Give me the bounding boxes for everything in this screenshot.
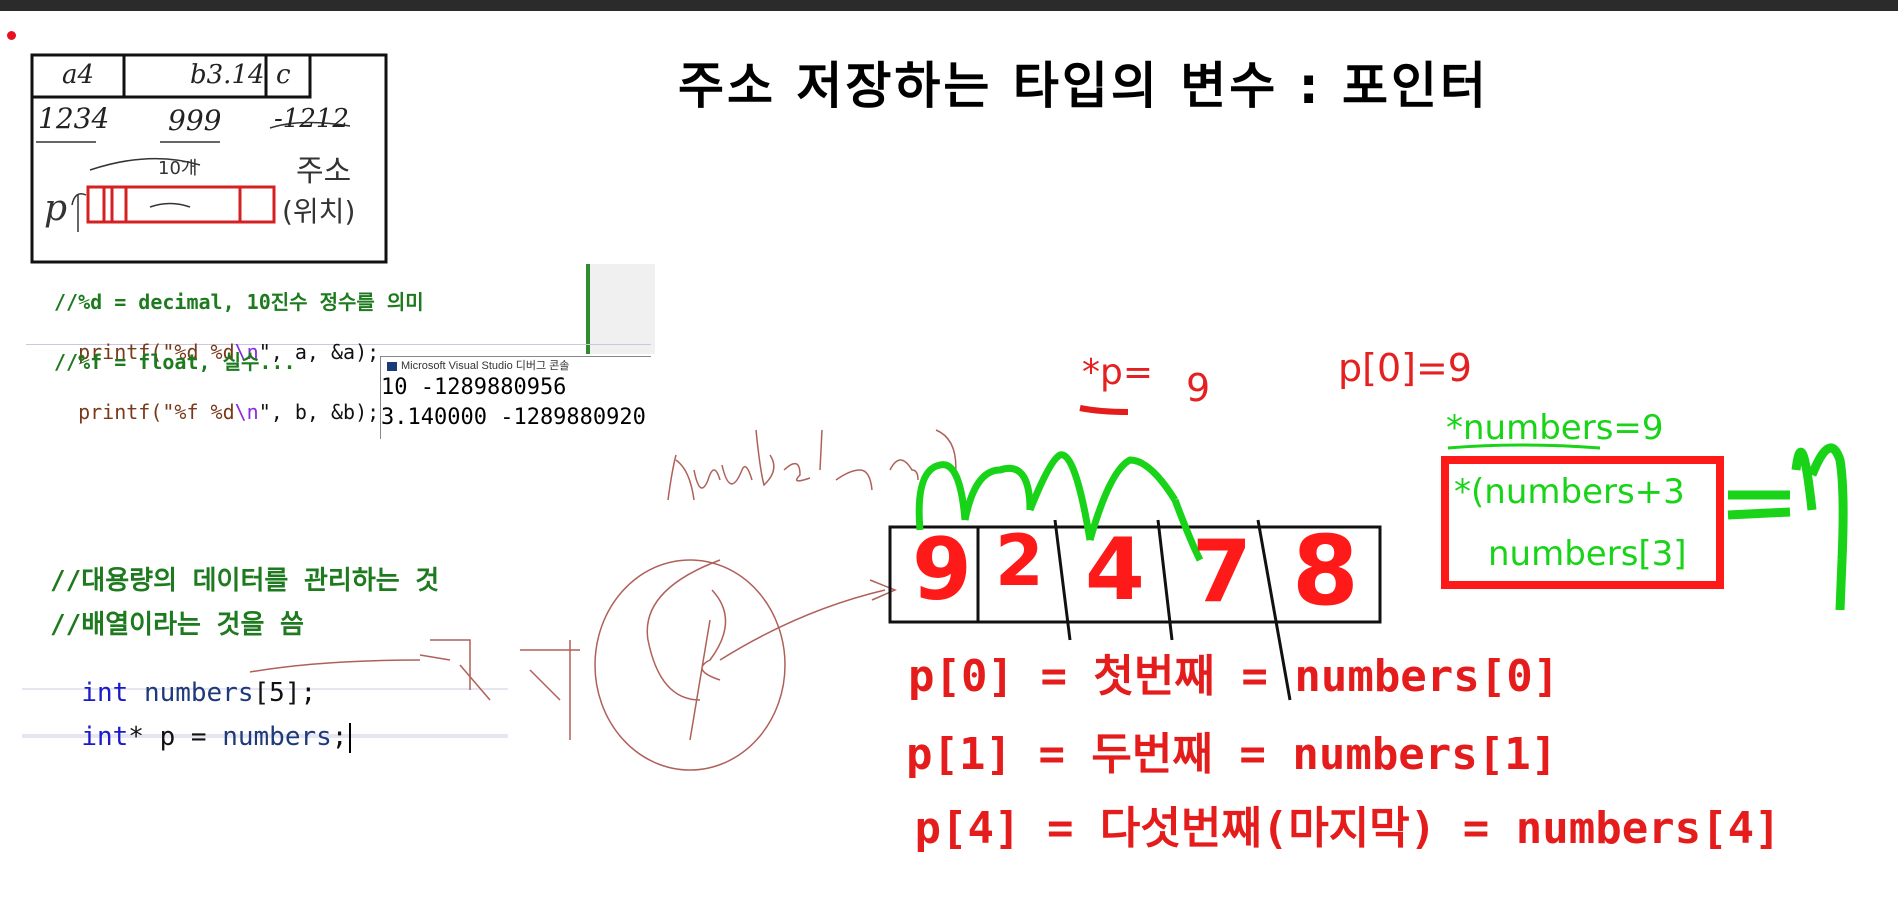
explanation-line-p4: p[4] = 다섯번째(마지막) = numbers[4] bbox=[888, 803, 1781, 854]
debug-console-window: Microsoft Visual Studio 디버그 콘솔 10 -12898… bbox=[380, 356, 651, 439]
array-value-4: 8 bbox=[1292, 515, 1359, 627]
code-printf-2-escape: \n bbox=[234, 400, 259, 424]
annotation-numbers-plus-3: *(numbers+3 bbox=[1454, 472, 1685, 512]
code-comment-decimal: //%d = decimal, 10진수 정수를 의미 bbox=[54, 290, 424, 314]
sketch-length-note: 10개 bbox=[158, 158, 198, 179]
recording-dot-icon bbox=[7, 31, 16, 40]
console-output-line-2: 3.140000 -1289880920 bbox=[381, 405, 646, 430]
sketch-value-c: -1212 bbox=[274, 104, 349, 134]
console-app-icon bbox=[387, 361, 397, 371]
sketch-value-a: 1234 bbox=[38, 102, 110, 135]
slide-title: 주소 저장하는 타입의 변수 : 포인터 bbox=[678, 57, 1490, 115]
ide-code-snippet-bottom bbox=[22, 548, 508, 738]
code-pointer-declaration[interactable]: int* p = numbers; bbox=[50, 692, 352, 753]
code-printf-1-fn: printf( bbox=[78, 340, 163, 364]
array-value-1: 2 bbox=[995, 520, 1044, 602]
code-identifier-numbers: numbers bbox=[143, 678, 254, 708]
annotation-p0-value: p[0]=9 bbox=[1338, 346, 1472, 390]
code-printf-1-escape: \n bbox=[234, 340, 259, 364]
code-keyword-int: int bbox=[81, 678, 129, 708]
code-keyword-int-2: int bbox=[81, 722, 129, 752]
code-array-declaration: int numbers[5]; bbox=[50, 648, 316, 708]
ide-separator bbox=[26, 344, 651, 345]
code-identifier-numbers-2: numbers bbox=[222, 722, 332, 752]
code-printf-2-fn: printf( bbox=[78, 400, 163, 424]
annotation-deref-numbers: *numbers=9 bbox=[1446, 408, 1664, 448]
window-top-bar bbox=[0, 0, 1898, 11]
code-printf-1-fmt: "%d %d bbox=[162, 340, 235, 364]
code-printf-2: printf("%f %d\n", b, &b); bbox=[54, 376, 379, 424]
console-output-line-1: 10 -1289880956 bbox=[381, 375, 567, 400]
code-semicolon: ; bbox=[331, 722, 348, 752]
code-comment-array: //배열이라는 것을 씀 bbox=[50, 610, 304, 640]
ide-current-line-highlight bbox=[22, 688, 508, 738]
array-value-0: 9 bbox=[912, 520, 972, 620]
sketch-pointer-label: p bbox=[44, 188, 68, 229]
array-value-2: 4 bbox=[1085, 520, 1145, 620]
array-value-3: 7 bbox=[1192, 522, 1252, 622]
code-comment-float: //%f = float, 실수... bbox=[54, 350, 296, 374]
code-comment-large-data: //대용량의 데이터를 관리하는 것 bbox=[50, 566, 440, 596]
handwritten-katakana-label: カケ bbox=[430, 640, 434, 643]
code-array-size: [5]; bbox=[253, 678, 317, 708]
sketch-type-b: b3.14 bbox=[190, 60, 265, 90]
explanation-line-p0: p[0] = 첫번째 = numbers[0] bbox=[908, 651, 1560, 702]
explanation-line-p1: p[1] = 두번째 = numbers[1] bbox=[906, 729, 1558, 780]
code-printf-1: printf("%d %d\n", a, &a); bbox=[54, 316, 379, 364]
handwritten-numbers-label: numbers bbox=[660, 440, 669, 442]
code-printf-2-fmt: "%f %d bbox=[162, 400, 235, 424]
annotation-equals-seven: =7 bbox=[1740, 480, 1743, 482]
text-cursor bbox=[349, 722, 352, 753]
sketch-address-note: 주소 bbox=[296, 154, 352, 189]
code-printf-1-rest: ", a, &a); bbox=[258, 340, 380, 364]
debug-console-titlebar: Microsoft Visual Studio 디버그 콘솔 bbox=[381, 357, 651, 373]
sketch-type-a: a4 bbox=[62, 60, 95, 90]
ide-scrollbar-area bbox=[586, 264, 655, 354]
sketch-value-b: 999 bbox=[168, 104, 222, 137]
sketch-location-note: (위치) bbox=[282, 195, 356, 228]
annotation-numbers-index-3: numbers[3] bbox=[1488, 534, 1687, 574]
code-printf-2-rest: ", b, &b); bbox=[258, 400, 380, 424]
sketch-type-c: c bbox=[276, 60, 291, 90]
debug-console-title: Microsoft Visual Studio 디버그 콘솔 bbox=[401, 360, 570, 372]
code-pointer-p: * p = bbox=[128, 722, 223, 752]
annotation-deref-p-value: 9 bbox=[1186, 366, 1211, 410]
annotation-deref-p: *p= bbox=[1082, 352, 1154, 393]
